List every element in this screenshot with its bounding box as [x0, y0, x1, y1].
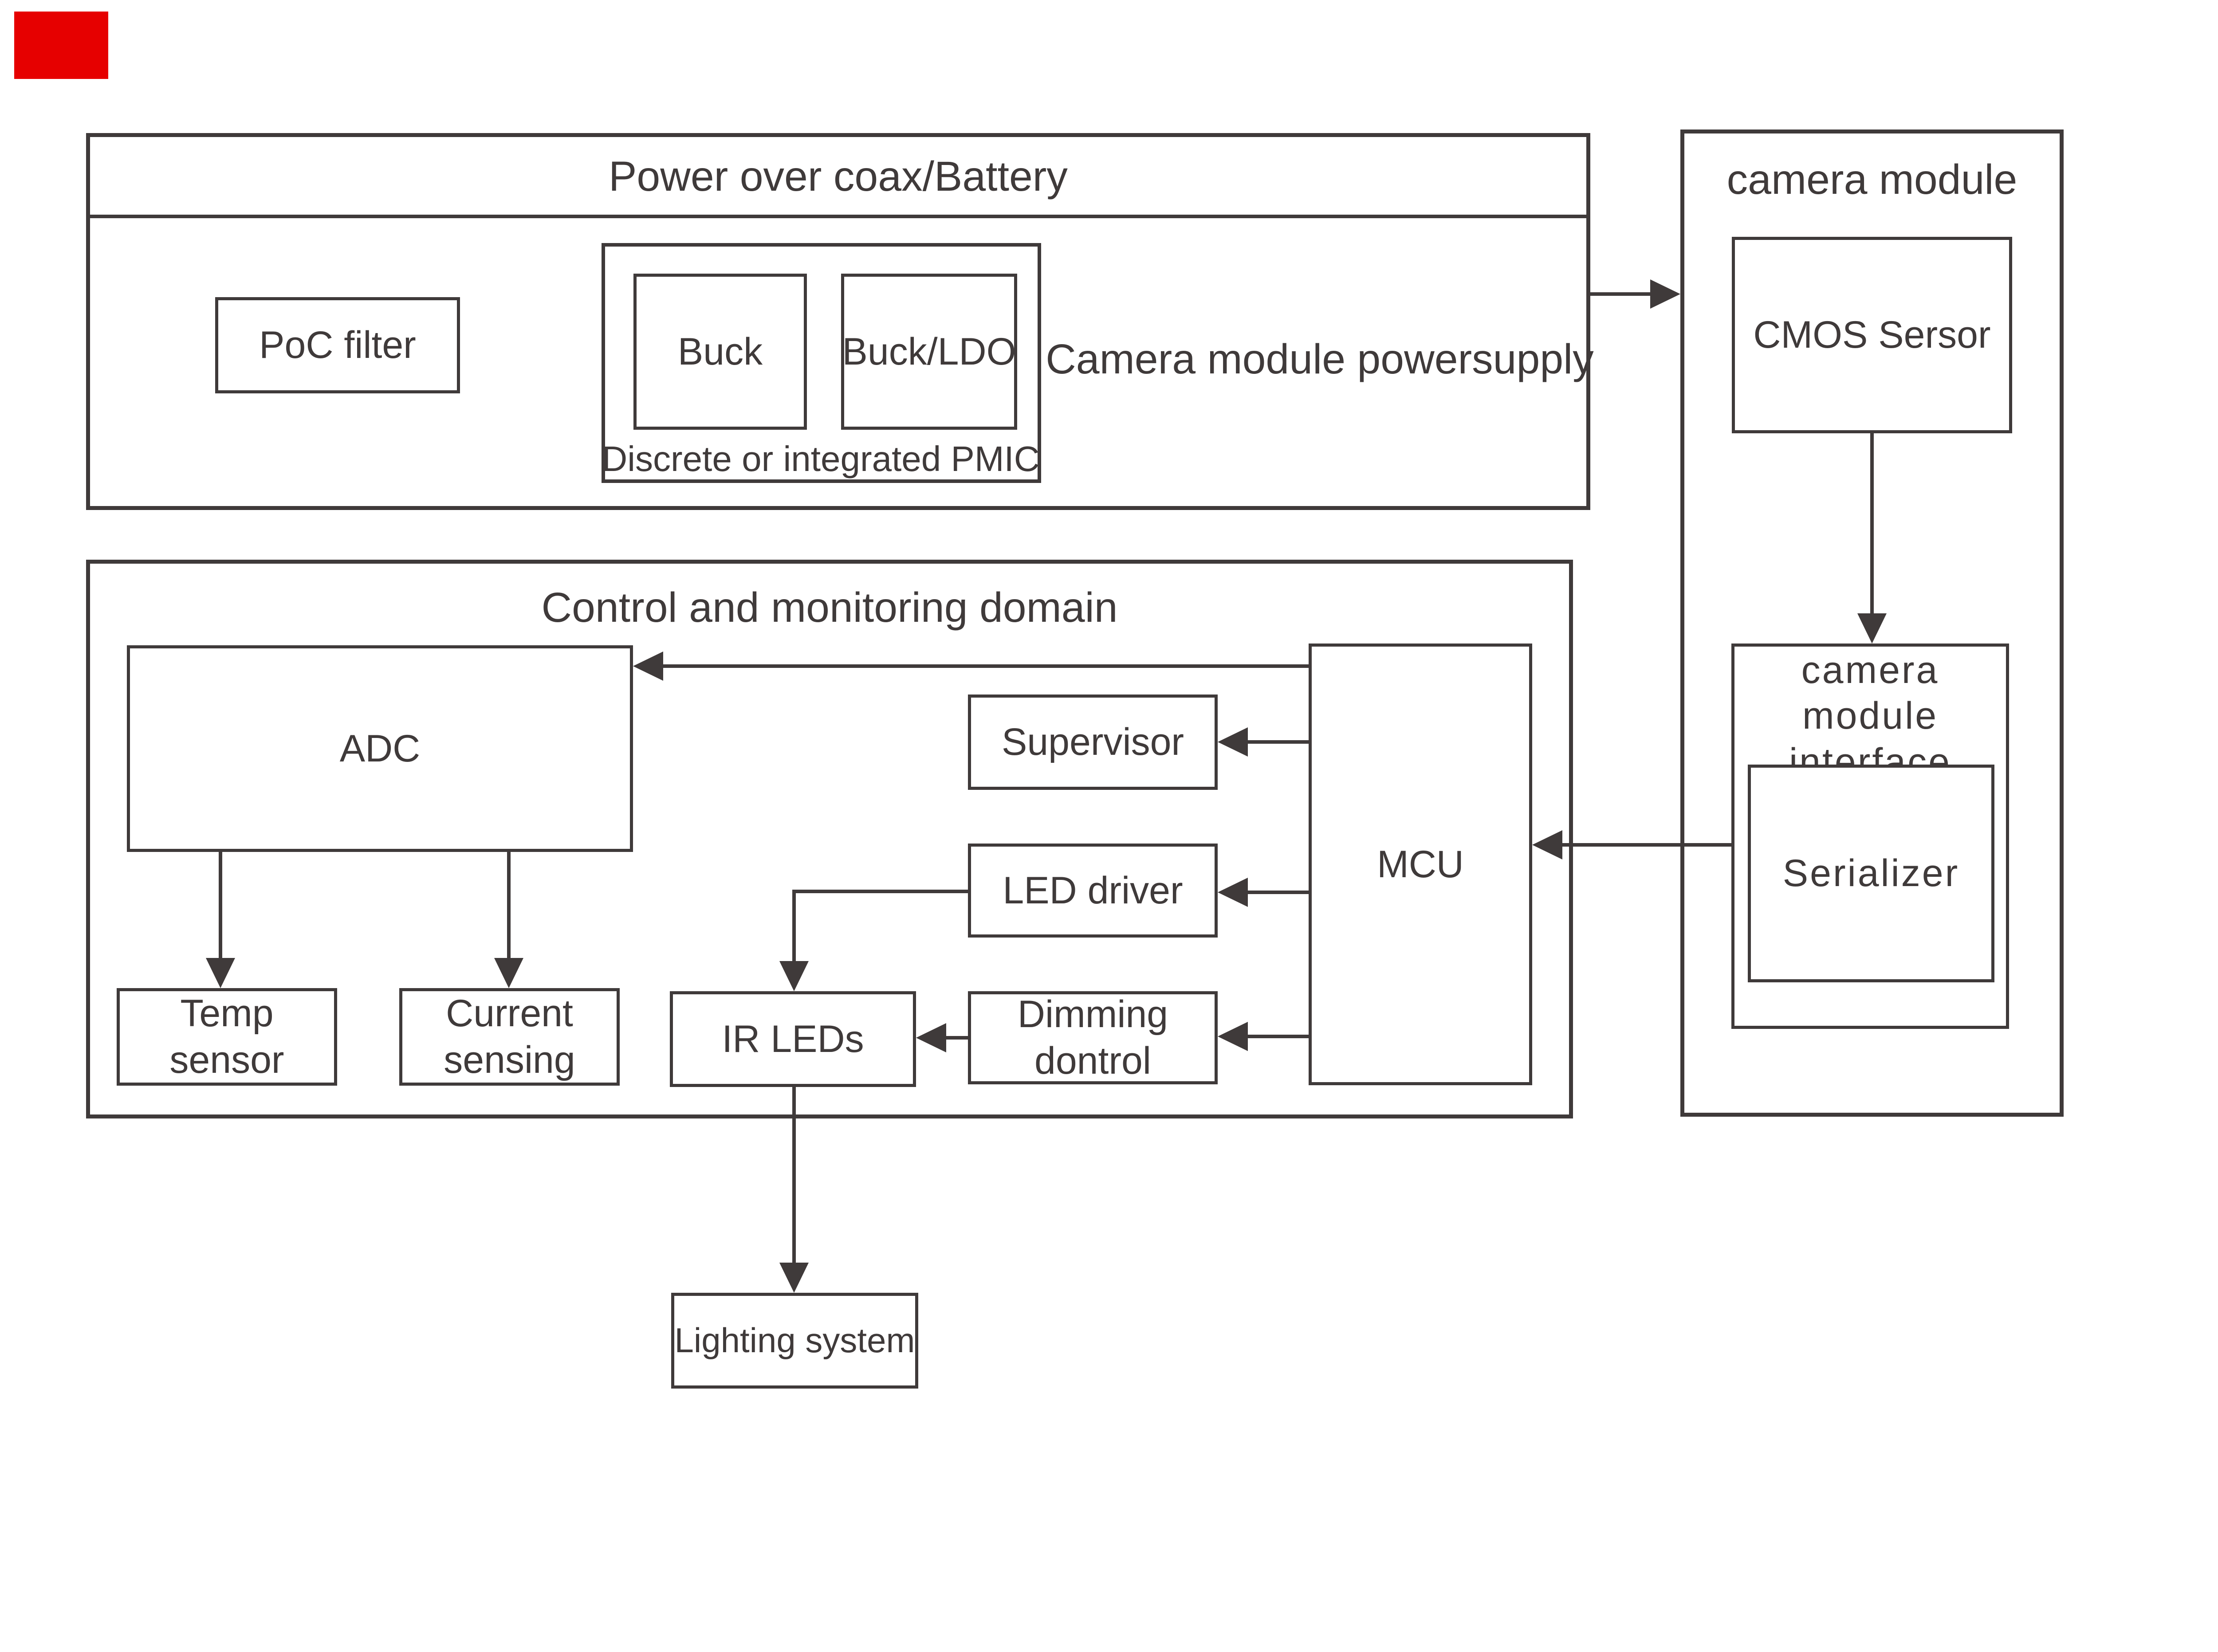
arrow-line: [1248, 740, 1309, 744]
cmos-sensor-box: CMOS Sersor: [1732, 237, 2012, 433]
mcu-box: MCU: [1309, 644, 1532, 1085]
current-sensing-label: Current sensing: [444, 992, 575, 1081]
arrowhead-left-icon: [1218, 727, 1248, 757]
control-domain-title: Control and monitoring domain: [541, 584, 1118, 631]
supervisor-box: Supervisor: [968, 695, 1218, 790]
arrowhead-down-icon: [779, 961, 809, 991]
arrowhead-left-icon: [633, 651, 663, 681]
buck-ldo-label: Buck/LDO: [842, 330, 1016, 373]
arrowhead-left-icon: [916, 1023, 946, 1052]
lighting-system-box: Lighting system: [671, 1293, 918, 1389]
camera-interface-title: camera module interface: [1789, 649, 1951, 783]
current-sensing-box: Current sensing: [399, 988, 620, 1086]
arrow-line: [1248, 891, 1309, 894]
arrowhead-left-icon: [1218, 1022, 1248, 1051]
red-marker: [14, 12, 108, 79]
arrowhead-left-icon: [1532, 830, 1562, 859]
poc-filter-box: PoC filter: [215, 297, 460, 393]
arrow-line: [792, 890, 796, 961]
adc-box: ADC: [127, 645, 633, 852]
arrowhead-down-icon: [1857, 613, 1887, 644]
supervisor-label: Supervisor: [1001, 721, 1184, 764]
arrowhead-down-icon: [206, 958, 235, 988]
arrow-line: [663, 664, 1309, 668]
arrow-line: [792, 890, 968, 893]
cmos-sensor-label: CMOS Sersor: [1753, 314, 1991, 357]
adc-label: ADC: [339, 727, 421, 770]
mcu-label: MCU: [1377, 843, 1464, 886]
camera-supply-caption: Camera module powersupply: [1046, 336, 1594, 383]
arrow-line: [1870, 433, 1874, 613]
power-domain-title-divider: [86, 215, 1590, 218]
power-domain-box: [86, 133, 1590, 510]
arrow-line: [792, 1087, 796, 1263]
arrowhead-right-icon: [1650, 279, 1680, 309]
temp-sensor-label: Temp sensor: [169, 992, 284, 1081]
pmic-caption: Discrete or integrated PMIC: [602, 439, 1040, 479]
dimming-control-label: Dimming dontrol: [1017, 993, 1168, 1082]
arrow-line: [1562, 843, 1731, 847]
buck-label: Buck: [677, 330, 763, 373]
buck-ldo-box: Buck/LDO: [841, 274, 1017, 430]
arrow-line: [219, 852, 222, 958]
control-domain-box: [86, 560, 1573, 1118]
poc-filter-label: PoC filter: [259, 324, 416, 367]
lighting-system-label: Lighting system: [674, 1321, 915, 1360]
temp-sensor-box: Temp sensor: [117, 988, 337, 1086]
serializer-label: Serializer: [1782, 852, 1960, 895]
arrow-line: [1590, 292, 1650, 296]
led-driver-box: LED driver: [968, 844, 1218, 938]
power-domain-title: Power over coax/Battery: [609, 153, 1068, 200]
camera-module-title: camera module: [1726, 156, 2017, 203]
dimming-control-box: Dimming dontrol: [968, 991, 1218, 1084]
arrowhead-down-icon: [779, 1263, 809, 1293]
buck-box: Buck: [633, 274, 807, 430]
arrow-line: [946, 1036, 968, 1040]
ir-leds-label: IR LEDs: [722, 1017, 864, 1060]
arrow-line: [1248, 1035, 1309, 1038]
camera-module-box: [1680, 129, 2064, 1117]
arrow-line: [507, 852, 511, 958]
serializer-box: Serializer: [1748, 765, 1994, 982]
arrowhead-down-icon: [494, 958, 523, 988]
ir-leds-box: IR LEDs: [670, 991, 916, 1087]
arrowhead-left-icon: [1218, 878, 1248, 907]
led-driver-label: LED driver: [1003, 869, 1183, 912]
